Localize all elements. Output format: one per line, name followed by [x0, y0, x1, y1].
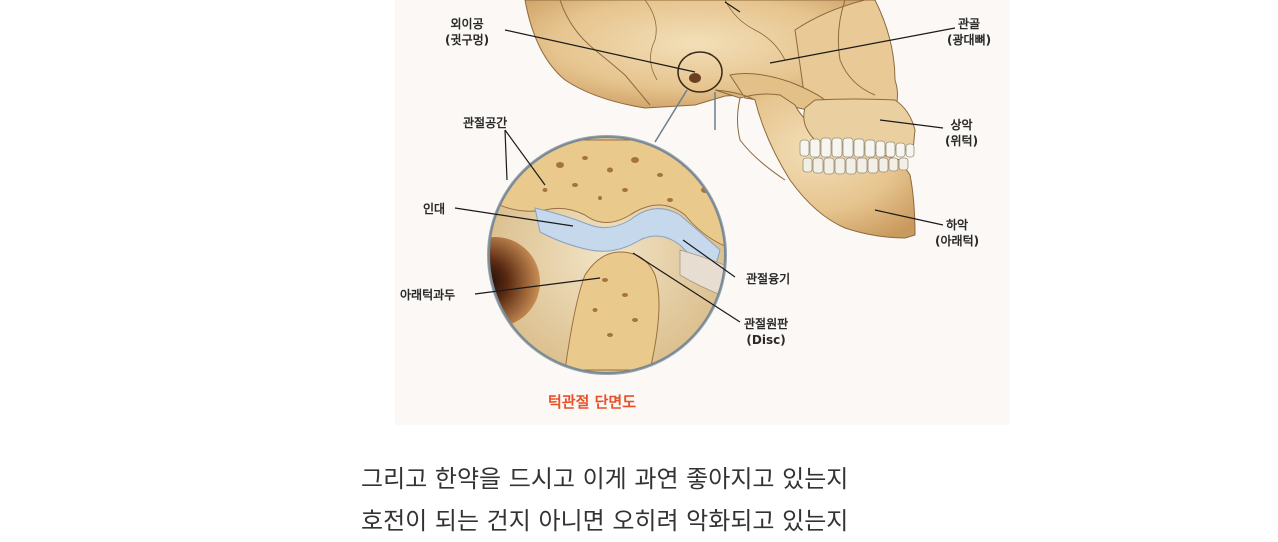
label-disc-text: 관절원판	[744, 317, 789, 331]
label-disc-sub: (Disc)	[746, 333, 786, 347]
label-zygomatic: 관골 (광대뼈)	[947, 16, 991, 48]
article-body: 그리고 한약을 드시고 이게 과연 좋아지고 있는지 호전이 되는 건지 아니면…	[361, 458, 981, 542]
label-maxilla-text: 상악	[950, 118, 973, 132]
paragraph-line: 그리고 한약을 드시고 이게 과연 좋아지고 있는지	[361, 465, 849, 493]
label-maxilla-sub: (위턱)	[945, 134, 979, 148]
paragraph-line: 호전이 되는 건지 아니면 오히려 악화되고 있는지	[361, 507, 849, 535]
label-ligament-text: 인대	[423, 202, 446, 216]
label-ligament: 인대	[423, 201, 445, 217]
skull-diagram	[454, 0, 956, 375]
label-external-ear-canal-text: 외이공	[450, 17, 484, 31]
label-mandible: 하악 (아래턱)	[935, 217, 979, 249]
label-external-ear-canal-sub: (귓구멍)	[445, 33, 490, 47]
label-articular-eminence-text: 관절융기	[746, 272, 791, 286]
label-zygomatic-text: 관골	[958, 17, 981, 31]
label-articular-eminence: 관절융기	[746, 271, 790, 287]
label-disc: 관절원판 (Disc)	[744, 316, 788, 348]
label-mandible-sub: (아래턱)	[935, 234, 980, 248]
label-joint-space-text: 관절공간	[463, 116, 508, 130]
label-mandible-text: 하악	[946, 218, 969, 232]
label-condyle: 아래턱과두	[400, 287, 455, 303]
tmj-anatomy-illustration: 외이공 (귓구멍) 관골 (광대뼈) 관절공간 상악 (위턱) 인대 하악 (아…	[395, 0, 1010, 425]
figure-caption: 턱관절 단면도	[548, 393, 637, 411]
label-zygomatic-sub: (광대뼈)	[947, 33, 992, 47]
label-joint-space: 관절공간	[463, 115, 507, 131]
label-external-ear-canal: 외이공 (귓구멍)	[445, 16, 489, 48]
label-maxilla: 상악 (위턱)	[945, 117, 978, 149]
label-condyle-text: 아래턱과두	[400, 288, 456, 302]
